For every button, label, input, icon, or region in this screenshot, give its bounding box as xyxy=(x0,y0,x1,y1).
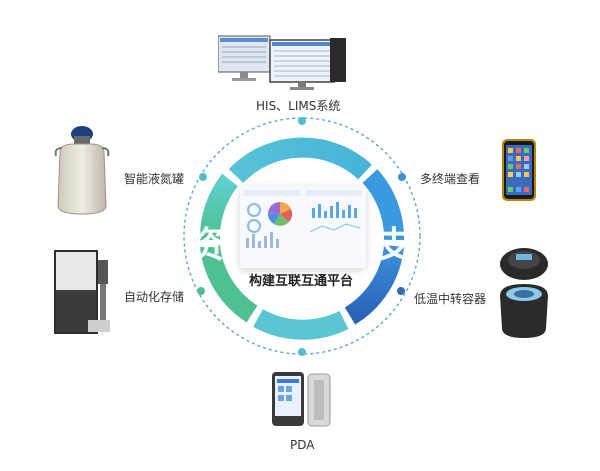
label-bottom: PDA xyxy=(290,438,315,452)
center-dashboard-card xyxy=(240,186,366,268)
watermark-left: 资 xyxy=(188,225,227,266)
orbit-dot-upper-left xyxy=(199,173,207,181)
orbit-dot-top xyxy=(298,117,306,125)
orbit-dot-upper-right xyxy=(398,173,406,181)
center-title: 构建互联互通平台 xyxy=(249,274,354,289)
orbit-dot-lower-left xyxy=(197,287,205,295)
dashed-orbit xyxy=(183,117,421,355)
label-lower-left: 自动化存储 xyxy=(124,290,185,304)
label-lower-right: 低温中转容器 xyxy=(414,292,487,306)
orbit-dot-bottom xyxy=(298,348,306,356)
ring-segment-lower-right xyxy=(344,244,404,325)
label-top: HIS、LIMS系统 xyxy=(256,99,341,113)
automated-storage-cabinet-icon xyxy=(54,250,110,334)
computer-monitors-icon xyxy=(218,35,346,90)
label-upper-left: 智能液氮罐 xyxy=(124,172,185,186)
pda-handheld-icon xyxy=(272,372,331,427)
liquid-nitrogen-tank-icon xyxy=(54,126,110,215)
ring-segment-bottom xyxy=(253,309,349,340)
orbit-dot-lower-right xyxy=(397,287,405,295)
smartphone-icon xyxy=(502,139,536,201)
ring-segment-top xyxy=(228,137,372,184)
ring-segment-lower-left xyxy=(200,244,258,323)
ring-segment-upper-right xyxy=(362,169,404,241)
cryo-transfer-container-icon xyxy=(500,248,548,338)
dashboard-screenshot-icon xyxy=(240,186,366,268)
watermark-right: 支 xyxy=(376,225,415,266)
ring-segment-upper-left xyxy=(199,173,239,241)
label-upper-right: 多终端查看 xyxy=(420,172,481,186)
